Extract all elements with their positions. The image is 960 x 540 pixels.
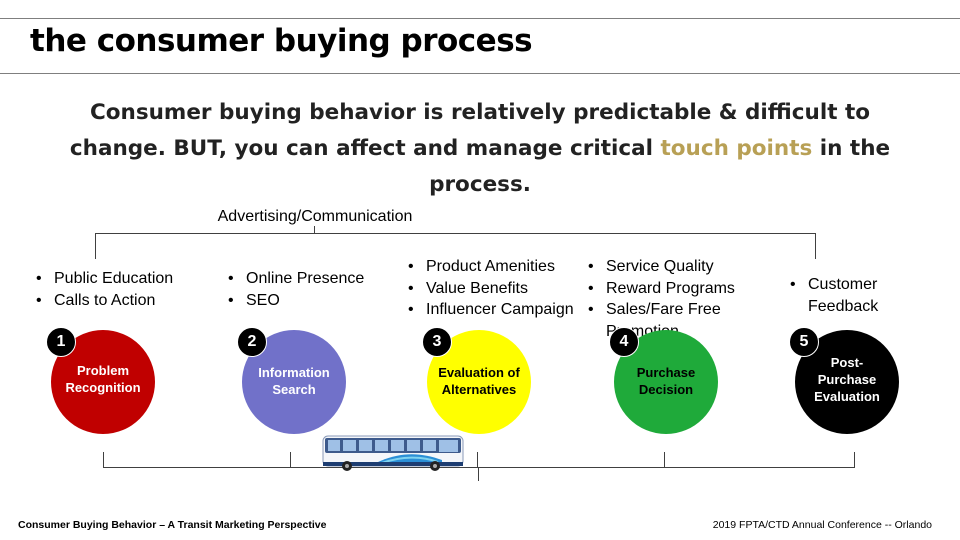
advertising-label: Advertising/Communication <box>217 208 413 225</box>
list-item: Online Presence <box>222 268 402 290</box>
top-bracket-left <box>95 233 96 259</box>
footer-left-text: Consumer Buying Behavior – A Transit Mar… <box>18 519 327 531</box>
list-item: Influencer Campaign <box>402 299 592 321</box>
step-label: Evaluation of Alternatives <box>438 365 520 397</box>
list-item: Value Benefits <box>402 278 592 300</box>
step-number-4: 4 <box>609 327 639 357</box>
list-item: Reward Programs <box>582 278 768 300</box>
list-item: Customer Feedback <box>784 274 924 317</box>
bottom-tick-3 <box>477 452 478 468</box>
list-item: Public Education <box>30 268 200 290</box>
bottom-tick-1 <box>103 452 104 468</box>
list-item: Service Quality <box>582 256 768 278</box>
step-circle-2: Information Search <box>242 330 346 434</box>
list-item: Product Amenities <box>402 256 592 278</box>
title-bar: the consumer buying process <box>0 18 960 74</box>
touch-points-group-1: Public Education Calls to Action <box>30 268 200 311</box>
touch-points-group-2: Online Presence SEO <box>222 268 402 311</box>
step-number-1: 1 <box>46 327 76 357</box>
footer-right-text: 2019 FPTA/CTD Annual Conference -- Orlan… <box>712 519 932 531</box>
bottom-tick-4 <box>664 452 665 468</box>
bottom-tick-2 <box>290 452 291 468</box>
step-number-5: 5 <box>789 327 819 357</box>
step-circle-1: Problem Recognition <box>51 330 155 434</box>
step-label: Post-Purchase Evaluation <box>814 355 880 404</box>
slide-title: the consumer buying process <box>30 23 533 59</box>
step-label: Problem Recognition <box>65 363 141 395</box>
touch-points-group-4: Service Quality Reward Programs Sales/Fa… <box>582 256 768 342</box>
subtitle-text-end: in the process. <box>429 136 891 197</box>
bottom-bracket-horizontal <box>103 467 855 468</box>
list-item: Calls to Action <box>30 290 200 312</box>
top-bracket-right <box>815 233 816 259</box>
bottom-tick-5 <box>854 452 855 468</box>
bottom-center-stem <box>478 467 479 481</box>
subtitle-highlight: touch points <box>660 136 813 161</box>
bus-icon <box>322 435 464 471</box>
step-number-3: 3 <box>422 327 452 357</box>
step-label: Information Search <box>258 365 330 397</box>
step-number-2: 2 <box>237 327 267 357</box>
list-item: SEO <box>222 290 402 312</box>
touch-points-group-3: Product Amenities Value Benefits Influen… <box>402 256 592 321</box>
top-bracket-center <box>314 226 315 234</box>
step-label: Purchase Decision <box>636 365 696 397</box>
slide-subtitle: Consumer buying behavior is relatively p… <box>60 95 900 203</box>
touch-points-group-5: Customer Feedback <box>784 274 924 317</box>
subtitle-text: Consumer buying behavior is relatively p… <box>69 100 871 161</box>
top-bracket-horizontal <box>95 233 815 234</box>
